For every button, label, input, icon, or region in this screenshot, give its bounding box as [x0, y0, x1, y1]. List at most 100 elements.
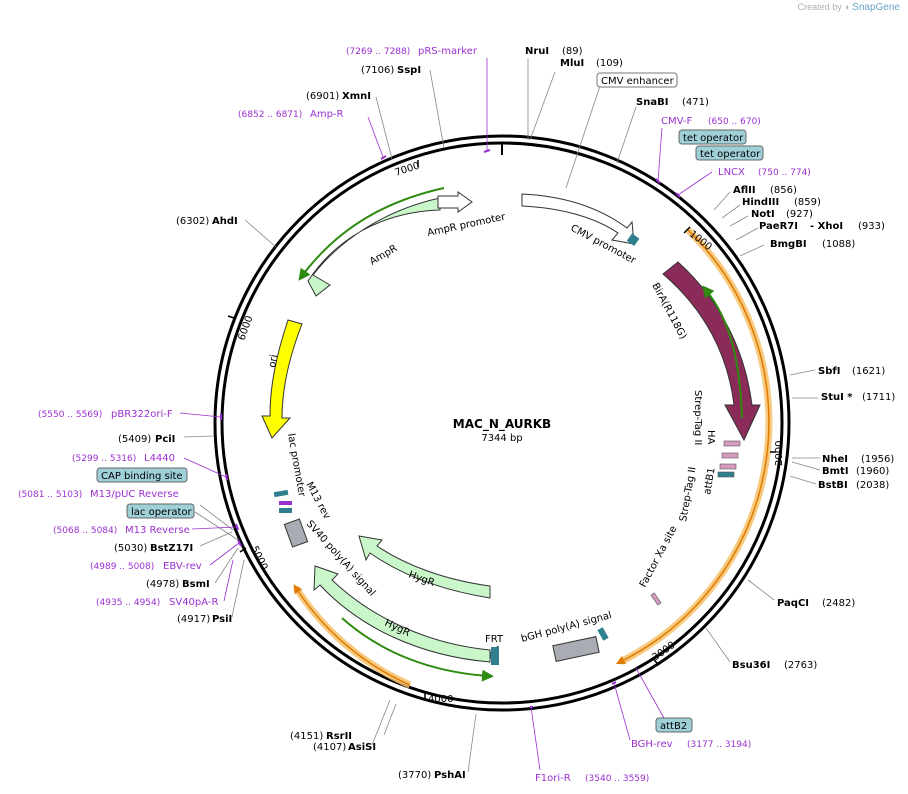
- enzyme-rsrii-pos: (4151): [290, 731, 323, 742]
- enzyme-asisi-pos: (4107): [313, 742, 346, 753]
- enzyme-pcii-pos: (5409): [118, 434, 151, 445]
- snapgene-credit: Created by ◖ SnapGene: [798, 2, 900, 13]
- primer-l4440-name: L4440: [144, 453, 175, 464]
- enzyme-bsmi-pos: (4978): [146, 579, 179, 590]
- enzyme-pshai-pos: (3770): [398, 770, 431, 781]
- snapgene-logo-icon: ◖: [844, 2, 850, 12]
- bgh-polya-box: [552, 636, 600, 662]
- enzyme-bsu36i-pos: (2763): [784, 660, 817, 671]
- bgh-side-mark: [597, 627, 609, 641]
- primer-ampr-coords: (6852 .. 6871): [238, 110, 302, 120]
- enzyme-paer7i: PaeR7I: [759, 221, 798, 232]
- plasmid-name: MAC_N_AURKB: [453, 417, 551, 432]
- tick-5000: 5000: [248, 544, 269, 572]
- lac-operator-mark: [273, 489, 289, 498]
- enzyme-bmgbi-pos: (1088): [822, 239, 855, 250]
- enzyme-psii: PsiI: [212, 614, 232, 625]
- primer-mark-l4440: [225, 473, 228, 481]
- primer-lncx-name: LNCX: [718, 167, 745, 178]
- tick-6000: 6000: [236, 314, 255, 342]
- enzyme-hindiii: HindIII: [742, 197, 779, 208]
- attb1-mark: [717, 471, 735, 478]
- feature-label-strep2: Strep-Tag II: [678, 466, 698, 522]
- primer-f1ori-name: F1ori-R: [535, 773, 571, 784]
- bira-highlight-line: [615, 229, 770, 665]
- primer-f1ori-coords: (3540 .. 3559): [585, 774, 649, 784]
- feature-label-lac-promoter: lac promoter: [285, 433, 307, 499]
- primer-mark-ampr: [380, 155, 387, 160]
- enzyme-psii-pos: (4917): [177, 614, 210, 625]
- enzyme-sspi-pos: (7106): [361, 65, 394, 76]
- enzyme-bsu36i: Bsu36I: [732, 660, 770, 671]
- enzyme-bmgbi: BmgBI: [770, 239, 807, 250]
- tick-4000: 4000: [428, 694, 453, 705]
- primer-pbr-name: pBR322ori-F: [111, 409, 173, 420]
- enzyme-noti: NotI: [751, 209, 775, 220]
- primer-m13puc-coords: (5081 .. 5103): [18, 490, 82, 500]
- feature-label-frt: FRT: [485, 634, 504, 645]
- plasmid-size: 7344 bp: [481, 433, 522, 444]
- feature-label-attb1: attB1: [702, 467, 718, 496]
- m13-mark-2: [279, 508, 292, 513]
- bira-feature-arrow: [662, 261, 761, 442]
- primer-ebv-coords: (4989 .. 5008): [90, 562, 154, 572]
- enzyme-hindiii-pos: (859): [794, 197, 821, 208]
- bira-orf-line: [702, 285, 743, 419]
- tick-2000: 2000: [774, 441, 785, 466]
- enzyme-mlui-pos: (109): [596, 58, 623, 69]
- lac-operator-label: lac operator: [131, 507, 192, 518]
- tet-operator-label-2: tet operator: [700, 149, 761, 160]
- cmv-enhancer-label: CMV enhancer: [601, 76, 675, 87]
- enzyme-bstz17i: BstZ17I: [150, 543, 193, 554]
- credit-brand: SnapGene: [852, 2, 900, 13]
- primer-sv40pa-coords: (4935 .. 4954): [96, 598, 160, 608]
- enzyme-bstz17i-pos: (5030): [114, 543, 147, 554]
- hygr-feature-arrow-2: [313, 565, 491, 663]
- feature-label-ampr: AmpR: [368, 243, 399, 267]
- sv40-polya-box: [283, 518, 309, 548]
- primer-pbr-coords: (5550 .. 5569): [38, 410, 102, 420]
- enzyme-aflii: AflII: [733, 185, 756, 196]
- attb2-label: attB2: [660, 721, 687, 732]
- enzyme-aflii-pos: (856): [770, 185, 797, 196]
- hygr-highlight-line: [293, 584, 411, 686]
- cap-binding-box: [96, 467, 188, 483]
- primer-ebv-name: EBV-rev: [163, 561, 202, 572]
- hygr-feature-arrow-1: [358, 535, 491, 599]
- tet-operator-box-1: [678, 129, 747, 145]
- enzyme-nhei: NheI: [822, 454, 848, 465]
- enzyme-xmni-pos: (6901): [306, 91, 339, 102]
- enzyme-snabi: SnaBI: [636, 97, 668, 108]
- lac-operator-box: [126, 503, 195, 519]
- enzyme-bstbi-pos: (2038): [856, 480, 889, 491]
- backbone-outer-ring: [213, 134, 791, 712]
- feature-label-ha: HA: [705, 430, 716, 445]
- enzyme-bmti-pos: (1960): [856, 466, 889, 477]
- enzyme-pcii: PciI: [155, 434, 175, 445]
- primer-bghrev-name: BGH-rev: [631, 739, 673, 750]
- enzyme-snabi-pos: (471): [682, 97, 709, 108]
- enzyme-nhei-pos: (1956): [861, 454, 894, 465]
- primer-mark-ebv: [237, 539, 242, 547]
- feature-label-strep1: Strep-Tag II: [692, 390, 703, 445]
- enzyme-bsmi: BsmI: [182, 579, 210, 590]
- enzyme-pshai: PshAI: [434, 770, 466, 781]
- enzyme-bstbi: BstBI: [818, 480, 848, 491]
- enzyme-nrui: NruI: [525, 46, 549, 57]
- primer-leader-lines: [179, 58, 713, 771]
- hygr-orf-line: [341, 617, 494, 682]
- primer-sv40pa-name: SV40pA-R: [169, 597, 218, 608]
- feature-label-m13rev: M13 rev: [303, 480, 332, 521]
- enzyme-noti-pos: (927): [786, 209, 813, 220]
- feature-label-bgh: bGH poly(A) signal: [520, 610, 613, 645]
- primer-prs-coords: (7269 .. 7288): [346, 47, 410, 57]
- enzyme-xmni: XmnI: [342, 91, 371, 102]
- credit-prefix: Created by: [797, 2, 842, 12]
- m13-mark-1: [279, 501, 292, 505]
- strep-tag-mark-1: [723, 440, 741, 447]
- enzyme-sbfi: SbfI: [818, 366, 840, 377]
- enzyme-ahdi-pos: (6302): [176, 216, 209, 227]
- primer-m13rev-coords: (5068 .. 5084): [53, 526, 117, 536]
- tick-1000: 1000: [687, 229, 714, 253]
- enzyme-stui: StuI *: [821, 392, 853, 403]
